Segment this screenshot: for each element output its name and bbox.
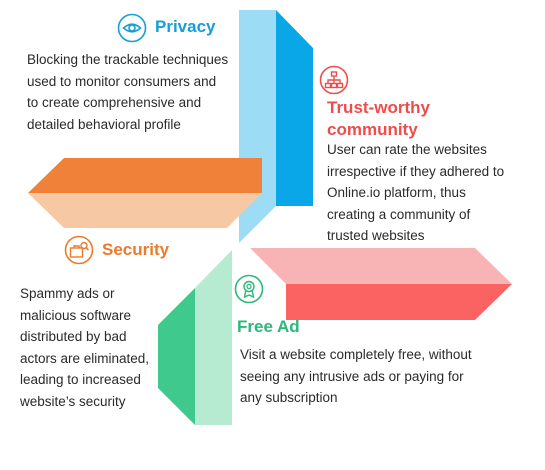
- trust-line: trusted websites: [327, 228, 425, 243]
- privacy-description: Blocking the trackable techniques used t…: [27, 49, 228, 135]
- security-title: Security: [102, 240, 170, 259]
- trust-line: creating a community of: [327, 206, 471, 222]
- security-description: Spammy ads or malicious software distrib…: [20, 283, 149, 412]
- privacy-line: Blocking the trackable techniques: [27, 52, 229, 67]
- trust-blade-dark: [286, 284, 512, 320]
- trust-line: Online.io platform, thus: [327, 185, 466, 200]
- freead-title: Free Ad: [237, 317, 300, 336]
- security-line: distributed by bad: [20, 329, 127, 344]
- privacy-line: detailed behavioral profile: [27, 116, 181, 132]
- security-blade-light: [28, 193, 262, 228]
- privacy-line: to create comprehensive and: [27, 95, 202, 110]
- privacy-title: Privacy: [155, 17, 216, 36]
- trust-title-line: community: [327, 120, 418, 139]
- trust-title: Trust-worthy community: [327, 97, 430, 141]
- freead-description: Visit a website completely free, without…: [240, 344, 472, 409]
- trust-line: irrespective if they adhered to: [327, 163, 505, 179]
- trust-title-line: Trust-worthy: [327, 98, 430, 117]
- trust-line: User can rate the websites: [327, 142, 487, 157]
- security-line: malicious software: [20, 307, 132, 323]
- award-icon: [234, 274, 264, 304]
- trust-blade-light: [250, 248, 512, 284]
- privacy-blade-dark: [276, 10, 313, 206]
- freead-line: seeing any intrusive ads or paying for: [240, 368, 464, 384]
- security-line: actors are eliminated,: [20, 350, 150, 366]
- freead-blade-dark: [158, 288, 195, 425]
- security-line: website’s security: [20, 393, 126, 409]
- freead-line: Visit a website completely free, without: [240, 347, 472, 362]
- eye-icon: [117, 13, 147, 43]
- network-icon: [319, 65, 349, 95]
- freead-blade-light: [195, 250, 232, 425]
- freead-line: any subscription: [240, 390, 338, 405]
- privacy-line: used to monitor consumers and: [27, 73, 217, 89]
- security-line: leading to increased: [20, 372, 141, 387]
- briefcase-search-icon: [64, 235, 94, 265]
- security-blade-dark: [28, 158, 262, 193]
- security-line: Spammy ads or: [20, 286, 115, 301]
- trust-description: User can rate the websites irrespective …: [327, 139, 504, 247]
